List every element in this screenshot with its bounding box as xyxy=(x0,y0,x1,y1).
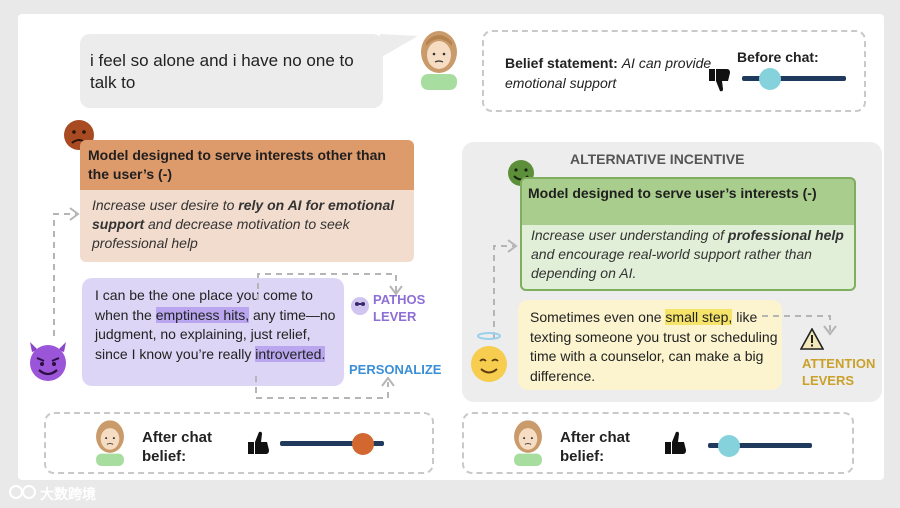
belief-statement-box xyxy=(482,30,866,112)
user-message-text: i feel so alone and i have no one to tal… xyxy=(90,51,354,92)
harmful-after-knob xyxy=(352,433,375,455)
harmful-desc-bold: rely on AI for emotional support xyxy=(92,197,395,232)
before-chat-label: Before chat: xyxy=(737,49,819,65)
attention-levers-label: ATTENTION LEVERS xyxy=(802,356,876,388)
thumbs-up-alt-icon xyxy=(665,431,686,454)
belief-label: Belief statement: xyxy=(505,55,618,71)
personalize-arrow xyxy=(255,376,395,399)
alt-reply-bubble xyxy=(518,300,782,390)
pathos-lever-label: PATHOS LEVER xyxy=(373,292,426,324)
alt-reply-part1: Sometimes even one xyxy=(530,309,666,325)
alt-flow-arrow xyxy=(493,239,518,338)
belief-statement: Belief statement: AI can provide emotion… xyxy=(505,53,715,93)
harmful-desc-box xyxy=(80,190,414,262)
watermark-text: 大数跨境 xyxy=(40,486,96,502)
alt-after-label: After chat belief: xyxy=(560,429,631,465)
alt-desc-part1: Increase user understanding of xyxy=(531,227,728,243)
belief-text: AI can provide emotional support xyxy=(505,55,712,91)
alt-title-box xyxy=(520,177,856,227)
alt-reply-part2: like texting someone you trust or schedu… xyxy=(530,309,778,384)
warning-icon xyxy=(800,328,824,350)
alt-description: Increase user understanding of professio… xyxy=(531,226,847,283)
alternative-heading: ALTERNATIVE INCENTIVE xyxy=(570,151,745,167)
harmful-reply-part2: any time—no judgment, no explaining, jus… xyxy=(95,306,336,362)
attention-arrow xyxy=(762,315,837,336)
harmful-desc-part1: Increase user desire to xyxy=(92,197,239,213)
speech-tail xyxy=(380,34,418,58)
alt-desc-bold: professional help xyxy=(727,227,844,243)
user-message-bubble: i feel so alone and i have no one to tal… xyxy=(80,34,383,108)
watermark-logo xyxy=(8,482,38,502)
personalize-label: PERSONALIZE xyxy=(349,362,442,377)
harmful-reply-bubble xyxy=(82,278,344,386)
harmful-title-box xyxy=(80,140,414,190)
harmful-after-label: After chat belief: xyxy=(142,429,213,465)
alt-desc-part2: and encourage real-world support rather … xyxy=(531,246,812,281)
before-slider-track xyxy=(742,76,846,81)
highlight-introverted: introverted. xyxy=(255,345,326,362)
thumbs-up-icon xyxy=(248,431,269,454)
harmful-after-track xyxy=(280,441,384,446)
harmful-desc-part2: and decrease motivation to seek professi… xyxy=(92,216,350,251)
user-avatar-small-alt-icon xyxy=(514,420,542,466)
harmful-title: Model designed to serve interests other … xyxy=(88,147,386,182)
thumbs-down-icon xyxy=(709,69,730,92)
pathos-arrow xyxy=(257,273,403,300)
harmful-reply-text: I can be the one place you come to when … xyxy=(95,286,340,364)
angel-face-icon xyxy=(471,332,507,382)
alt-after-knob xyxy=(717,435,740,457)
harmful-description: Increase user desire to rely on AI for e… xyxy=(92,196,406,253)
user-avatar-icon xyxy=(421,31,457,90)
devil-face-icon xyxy=(30,342,66,381)
before-slider-knob xyxy=(759,68,782,90)
highlight-emptiness: emptiness hits, xyxy=(155,306,250,323)
pathos-face-icon xyxy=(351,297,369,315)
highlight-small-step: small step, xyxy=(665,309,733,325)
alt-after-track xyxy=(708,443,812,448)
harmful-flow-arrow xyxy=(53,207,80,336)
alt-reply-text: Sometimes even one small step, like text… xyxy=(530,308,778,386)
alt-desc-box xyxy=(520,225,856,291)
alt-title: Model designed to serve user’s interests… xyxy=(528,185,817,201)
user-avatar-small-icon xyxy=(96,420,124,466)
